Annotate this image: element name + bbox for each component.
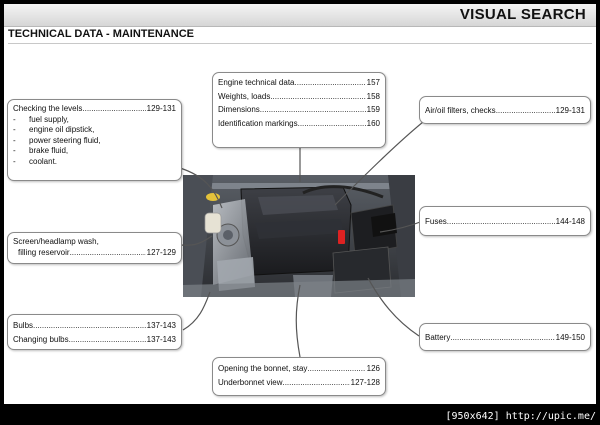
weights-page[interactable]: 158 (366, 91, 380, 101)
reservoir-label: filling reservoir (18, 247, 70, 257)
section-divider (8, 43, 592, 44)
levels-item: -brake fluid, (13, 146, 69, 155)
changing-bulbs-label: Changing bulbs (13, 334, 69, 344)
underbonnet-label: Underbonnet view (218, 377, 283, 387)
changing-bulbs-page[interactable]: 137-143 (146, 334, 176, 344)
callout-air-oil-filters[interactable]: Air/oil filters, checks 129-131 (419, 96, 591, 124)
battery-label: Battery (425, 333, 451, 342)
page-header-title: VISUAL SEARCH (459, 6, 586, 23)
bulbs-label: Bulbs (13, 321, 34, 330)
filters-page[interactable]: 129-131 (555, 106, 585, 115)
header-bar: VISUAL SEARCH (4, 4, 596, 27)
callout-checking-levels[interactable]: Checking the levels 129-131 -fuel supply… (7, 99, 182, 181)
callout-screen-wash[interactable]: Screen/headlamp wash, filling reservoir … (7, 232, 182, 264)
dimensions-label: Dimensions (218, 105, 260, 114)
identification-label: Identification markings (218, 118, 298, 128)
callout-fuses[interactable]: Fuses 144-148 (419, 206, 591, 236)
levels-label: Checking the levels (13, 104, 83, 113)
bulbs-page[interactable]: 137-143 (146, 321, 176, 330)
engine-bay-photo (183, 175, 415, 297)
weights-label: Weights, loads (218, 91, 271, 101)
engine-data-page[interactable]: 157 (366, 78, 380, 87)
filters-label: Air/oil filters, checks (425, 106, 496, 115)
image-host-tag: [950x642] http://upic.me/ (445, 411, 596, 422)
levels-item: -fuel supply, (13, 114, 69, 124)
levels-item: -power steering fluid, (13, 135, 101, 145)
identification-page[interactable]: 160 (366, 118, 380, 128)
levels-item: -engine oil dipstick, (13, 125, 95, 134)
callout-engine-data[interactable]: Engine technical data 157 Weights, loads… (212, 72, 386, 148)
section-title: TECHNICAL DATA - MAINTENANCE (8, 28, 194, 40)
levels-item: -coolant. (13, 156, 58, 166)
leader-dots (82, 104, 145, 115)
fuses-label: Fuses (425, 217, 447, 226)
bonnet-label: Opening the bonnet, stay (218, 364, 308, 373)
screen-wash-page[interactable]: 127-129 (146, 247, 176, 257)
fuses-page[interactable]: 144-148 (555, 217, 585, 226)
underbonnet-page[interactable]: 127-128 (350, 377, 380, 387)
screen-wash-label: Screen/headlamp wash, (13, 237, 99, 246)
levels-page[interactable]: 129-131 (146, 104, 176, 113)
callout-bulbs[interactable]: Bulbs 137-143 Changing bulbs 137-143 (7, 314, 182, 350)
callout-bonnet[interactable]: Opening the bonnet, stay 126 Underbonnet… (212, 357, 386, 396)
callout-battery[interactable]: Battery 149-150 (419, 323, 591, 351)
battery-page[interactable]: 149-150 (555, 333, 585, 342)
engine-data-label: Engine technical data (218, 78, 295, 87)
dimensions-page[interactable]: 159 (366, 105, 380, 114)
bonnet-page[interactable]: 126 (366, 364, 380, 373)
